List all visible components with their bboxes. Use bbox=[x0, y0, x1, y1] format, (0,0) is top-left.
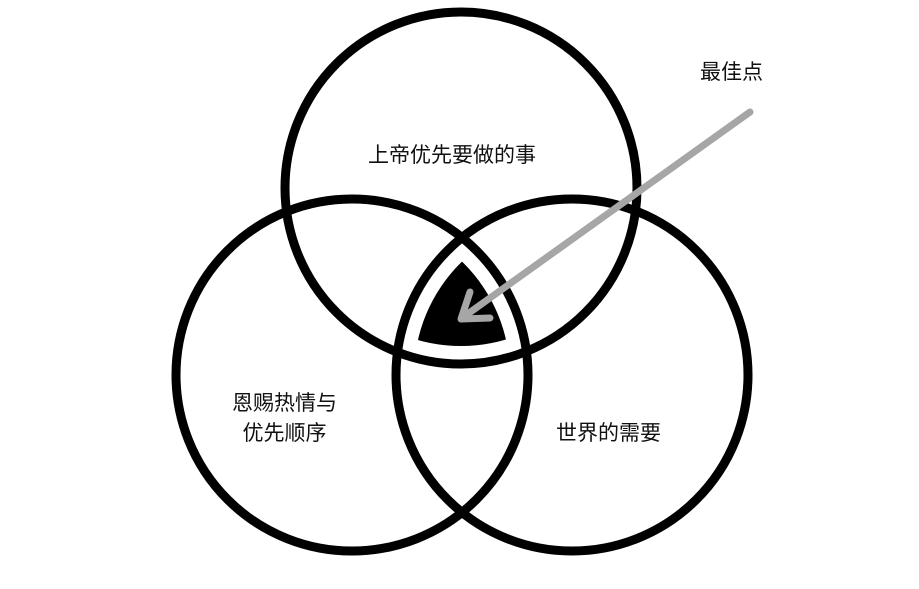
circle-left-label: 恩赐热情与 优先顺序 bbox=[232, 388, 337, 448]
circle-left-label-line2: 优先顺序 bbox=[242, 421, 327, 445]
circle-right bbox=[391, 194, 753, 556]
circle-left bbox=[171, 194, 533, 556]
circle-top bbox=[280, 7, 642, 369]
circle-top-label: 上帝优先要做的事 bbox=[368, 143, 536, 167]
circle-right-label: 世界的需要 bbox=[556, 421, 661, 445]
sweet-spot-region bbox=[414, 217, 510, 346]
circle-left-label-line1: 恩赐热情与 bbox=[232, 391, 337, 415]
sweet-spot-label: 最佳点 bbox=[700, 60, 763, 84]
arrow bbox=[457, 108, 754, 323]
